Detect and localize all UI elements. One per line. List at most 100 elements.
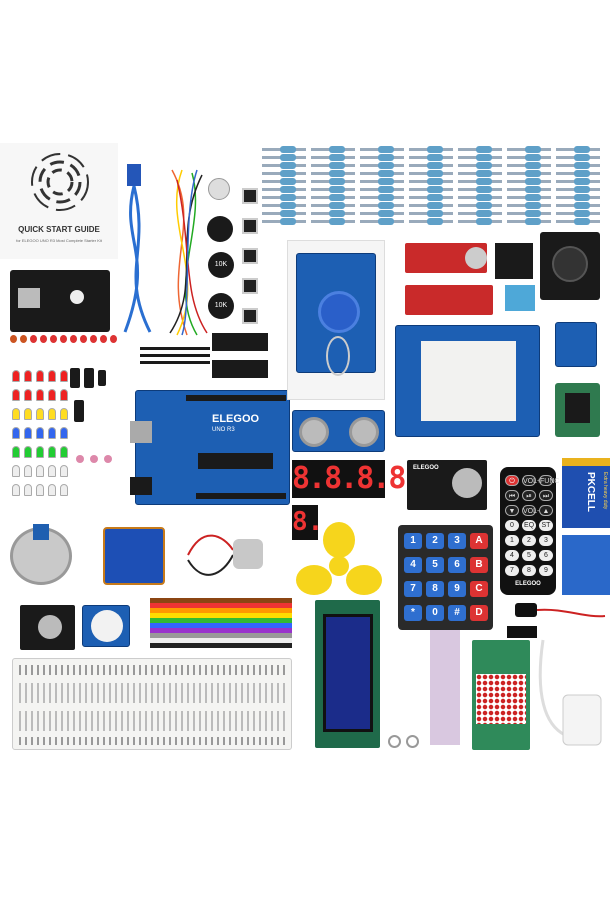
keypad-key[interactable]: 9: [448, 581, 466, 597]
keypad-key[interactable]: 2: [426, 533, 444, 549]
remote-button[interactable]: 7: [505, 565, 519, 576]
keypad-key[interactable]: B: [470, 557, 488, 573]
joystick-module[interactable]: [540, 232, 600, 300]
resistor: [360, 178, 404, 185]
potentiometer[interactable]: 10K: [208, 293, 234, 319]
remote-button[interactable]: ⏯: [522, 490, 536, 501]
remote-button[interactable]: 2: [522, 535, 536, 546]
stepper-driver-board: [555, 383, 600, 437]
resistor: [458, 210, 502, 217]
resistor: [556, 202, 600, 209]
resistor: [556, 170, 600, 177]
remote-button[interactable]: VOL+: [522, 475, 541, 486]
remote-button[interactable]: VOL-: [522, 505, 539, 516]
keypad-key[interactable]: 5: [426, 557, 444, 573]
resistor: [360, 210, 404, 217]
led: [12, 484, 20, 496]
potentiometer[interactable]: 10K: [208, 252, 234, 278]
resistor: [360, 154, 404, 161]
remote-button[interactable]: ST: [539, 520, 553, 531]
four-digit-seven-segment: 8.8.8.8.: [292, 460, 423, 498]
ceramic-capacitor: [80, 335, 87, 343]
ceramic-capacitor: [30, 335, 37, 343]
push-button[interactable]: [242, 248, 258, 264]
resistor-strip: [262, 146, 606, 226]
led-set: [12, 370, 76, 505]
push-button[interactable]: [242, 218, 258, 234]
dht11-sensor: [505, 285, 535, 311]
resistor: [458, 186, 502, 193]
ceramic-capacitor: [20, 335, 27, 343]
led: [24, 370, 32, 382]
keypad-key[interactable]: D: [470, 605, 488, 621]
keypad-key[interactable]: 6: [448, 557, 466, 573]
resistor: [458, 154, 502, 161]
remote-button[interactable]: 4: [505, 550, 519, 561]
push-button[interactable]: [242, 188, 258, 204]
led: [12, 465, 20, 477]
led: [36, 427, 44, 439]
push-button[interactable]: [242, 278, 258, 294]
resistor: [262, 210, 306, 217]
remote-button[interactable]: 5: [522, 550, 536, 561]
keypad-key[interactable]: A: [470, 533, 488, 549]
resistor: [262, 194, 306, 201]
led: [24, 446, 32, 458]
ceramic-capacitor: [90, 335, 97, 343]
resistor: [556, 154, 600, 161]
led: [24, 389, 32, 401]
battery-clip: [507, 603, 606, 638]
led: [60, 427, 68, 439]
resistor: [360, 202, 404, 209]
resistor: [360, 146, 404, 153]
washers: [388, 735, 423, 749]
mpu6050-module: [555, 322, 597, 367]
keypad-key[interactable]: 3: [448, 533, 466, 549]
rainbow-ribbon-cable: [150, 598, 292, 648]
remote-button[interactable]: 0: [505, 520, 519, 531]
relay-module: [562, 535, 610, 595]
keypad-key[interactable]: 4: [404, 557, 422, 573]
resistor: [458, 170, 502, 177]
remote-button[interactable]: 1: [505, 535, 519, 546]
jumper-wires: [169, 169, 208, 336]
remote-button[interactable]: EQ: [522, 520, 536, 531]
resistor: [311, 154, 355, 161]
remote-button[interactable]: 8: [522, 565, 536, 576]
usb-cable: [123, 164, 152, 333]
keypad-key[interactable]: 7: [404, 581, 422, 597]
resistor: [458, 146, 502, 153]
led: [24, 408, 32, 420]
remote-button[interactable]: ⏭: [539, 490, 553, 501]
keypad-key[interactable]: 0: [426, 605, 444, 621]
remote-button[interactable]: 3: [539, 535, 553, 546]
remote-button[interactable]: ▼: [505, 505, 519, 516]
remote-button[interactable]: ⏻: [505, 475, 519, 486]
resistor: [458, 218, 502, 225]
remote-button[interactable]: 6: [539, 550, 553, 561]
water-level-sensor: [405, 285, 493, 315]
push-button[interactable]: [242, 308, 258, 324]
sound-sensor-module: [405, 243, 487, 273]
keypad-key[interactable]: *: [404, 605, 422, 621]
rotary-encoder-module[interactable]: [20, 605, 75, 650]
board-model: UNO R3: [212, 427, 235, 433]
remote-button[interactable]: 9: [539, 565, 553, 576]
fan-blade: [296, 522, 382, 595]
electrolytic-capacitors: [70, 368, 110, 446]
keypad-key[interactable]: #: [448, 605, 466, 621]
led: [48, 370, 56, 382]
remote-button[interactable]: FUNC: [539, 475, 559, 486]
keypad-key[interactable]: 8: [426, 581, 444, 597]
remote-button[interactable]: ⏮: [505, 490, 519, 501]
resistor: [311, 162, 355, 169]
keypad-key[interactable]: C: [470, 581, 488, 597]
ceramic-capacitor: [50, 335, 57, 343]
keypad-key[interactable]: 1: [404, 533, 422, 549]
led: [60, 446, 68, 458]
resistor: [507, 202, 551, 209]
remote-button[interactable]: ▲: [539, 505, 553, 516]
ceramic-capacitor: [10, 335, 17, 343]
